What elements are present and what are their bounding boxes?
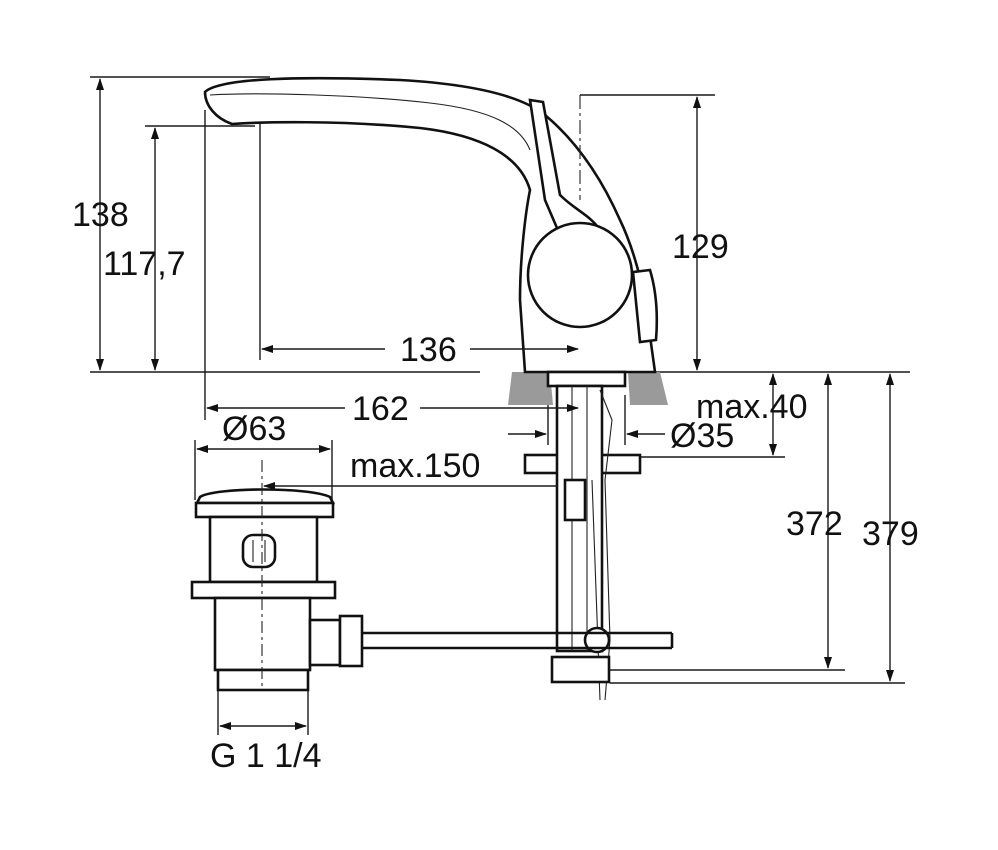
- faucet-body: [203, 76, 659, 374]
- label-max-deck-thickness: max.40: [696, 388, 808, 426]
- label-total-reach: 162: [352, 390, 409, 428]
- label-hole-diameter: Ø35: [670, 417, 734, 455]
- label-body-height: 129: [672, 228, 729, 266]
- label-hose-length: 379: [862, 515, 919, 553]
- label-waste-diameter: Ø63: [222, 410, 286, 448]
- dimension-lines: [96, 78, 894, 730]
- countertop-deck: [508, 372, 668, 405]
- label-rod-length: 372: [786, 505, 843, 543]
- label-spout-reach: 136: [400, 331, 457, 369]
- label-max-rod-length: max.150: [350, 447, 480, 485]
- pop-up-waste: [190, 460, 674, 692]
- extension-lines: [90, 76, 910, 735]
- label-spout-height: 117,7: [103, 245, 186, 283]
- under-deck-assembly: [523, 370, 642, 701]
- label-overall-height: 138: [72, 196, 129, 234]
- label-waste-thread: G 1 1/4: [210, 737, 322, 775]
